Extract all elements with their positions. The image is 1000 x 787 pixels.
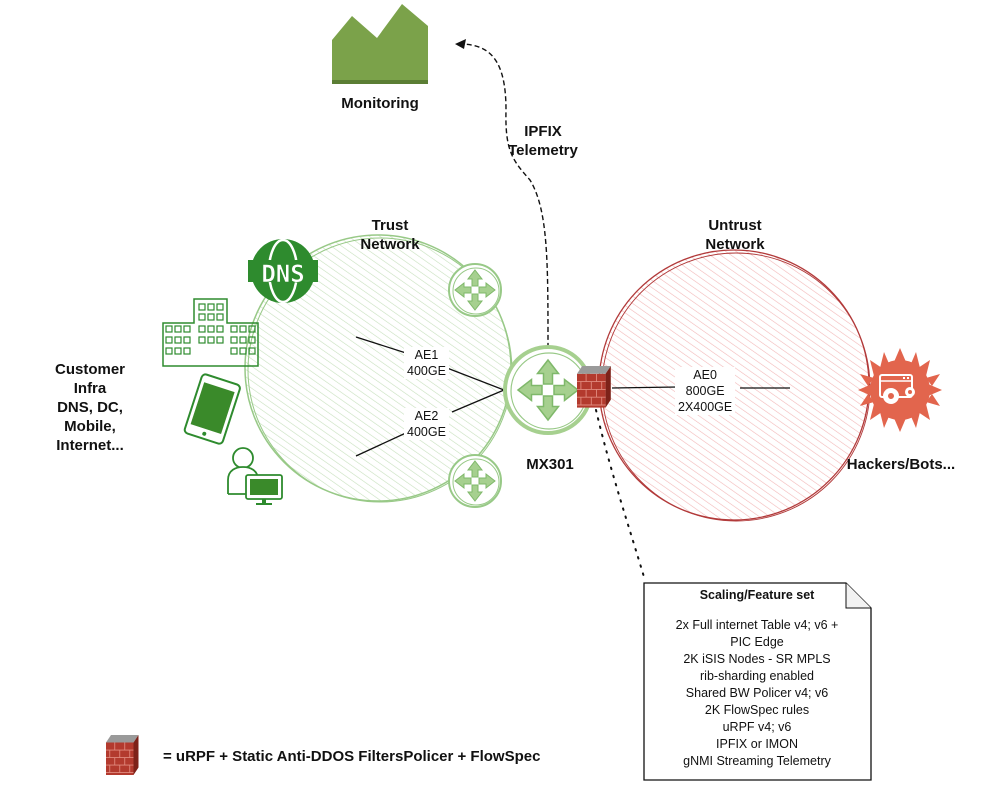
telemetry-link-path bbox=[461, 43, 549, 349]
customer-infra-line: Internet... bbox=[56, 437, 124, 454]
ae0-label-line3: 2X400GE bbox=[678, 400, 733, 414]
tablet-icon bbox=[183, 373, 241, 445]
note-title: Scaling/Feature set bbox=[699, 588, 815, 602]
ae0-label: AE0 800GE 2X400GE bbox=[675, 367, 736, 415]
telemetry-arrowhead-icon bbox=[455, 39, 466, 49]
datacenter-icon bbox=[162, 298, 259, 367]
customer-infra-line: Customer bbox=[54, 361, 125, 378]
untrust-network-label-line2: Network bbox=[705, 236, 765, 253]
trust-network-label: Trust Network bbox=[345, 216, 435, 254]
router-icon-bottom bbox=[448, 454, 502, 508]
hacker-bot-icon bbox=[858, 348, 942, 432]
telemetry-label-line1: IPFIX bbox=[524, 123, 562, 140]
untrust-network-label: Untrust Network bbox=[685, 216, 785, 254]
note-item: Shared BW Policer v4; v6 bbox=[685, 686, 829, 700]
link-ae1-line bbox=[355, 336, 505, 391]
trust-network-label-line1: Trust bbox=[371, 217, 409, 234]
ae1-label: AE1 400GE bbox=[404, 347, 449, 379]
trust-network-label-line2: Network bbox=[360, 236, 420, 253]
customer-infra-line: Infra bbox=[73, 380, 107, 397]
user-workstation-icon bbox=[227, 447, 283, 505]
router-icon-top bbox=[448, 263, 502, 317]
customer-infra-line: Mobile, bbox=[64, 418, 116, 435]
mx301-label: MX301 bbox=[526, 456, 574, 473]
monitoring-icon bbox=[332, 4, 428, 84]
ae0-label-line1: AE0 bbox=[693, 368, 717, 382]
ae1-label-line1: AE1 bbox=[414, 348, 439, 362]
note-item: 2K FlowSpec rules bbox=[704, 703, 810, 717]
link-ae0-line bbox=[611, 386, 790, 389]
link-ae2-line bbox=[355, 389, 505, 457]
customer-infra-line: DNS, DC, bbox=[57, 399, 123, 416]
svg-text:DNS: DNS bbox=[261, 260, 304, 288]
ae0-label-line2: 800GE bbox=[685, 384, 725, 398]
note-item: IPFIX or IMON bbox=[716, 737, 798, 751]
note-item: uRPF v4; v6 bbox=[722, 720, 792, 734]
ae1-label-line2: 400GE bbox=[407, 364, 446, 378]
telemetry-label-line2: Telemetry bbox=[508, 142, 578, 159]
ae2-label-line2: 400GE bbox=[407, 425, 446, 439]
ae2-label: AE2 400GE bbox=[404, 408, 449, 440]
note-item: rib-sharding enabled bbox=[700, 669, 814, 683]
customer-infra-label: Customer Infra DNS, DC, Mobile, Internet… bbox=[40, 360, 140, 455]
legend-firewall-icon bbox=[105, 734, 139, 776]
hackers-label: Hackers/Bots... bbox=[846, 456, 956, 473]
note-item: 2K iSIS Nodes - SR MPLS bbox=[683, 652, 831, 666]
ae2-label-line1: AE2 bbox=[414, 409, 439, 423]
dns-icon: DNS bbox=[248, 238, 318, 304]
note-item: gNMI Streaming Telemetry bbox=[683, 754, 831, 768]
feature-note: Scaling/Feature set 2x Full internet Tab… bbox=[643, 583, 871, 780]
legend-text: = uRPF + Static Anti-DDOS FiltersPolicer… bbox=[163, 748, 541, 765]
feature-note-shape bbox=[643, 582, 872, 781]
note-item: 2x Full internet Table v4; v6 + bbox=[675, 618, 839, 632]
telemetry-label: IPFIX Telemetry bbox=[498, 122, 588, 160]
monitoring-label: Monitoring bbox=[341, 95, 419, 112]
untrust-network-label-line1: Untrust bbox=[708, 217, 762, 234]
note-item: PIC Edge bbox=[730, 635, 784, 649]
firewall-icon bbox=[576, 365, 612, 409]
